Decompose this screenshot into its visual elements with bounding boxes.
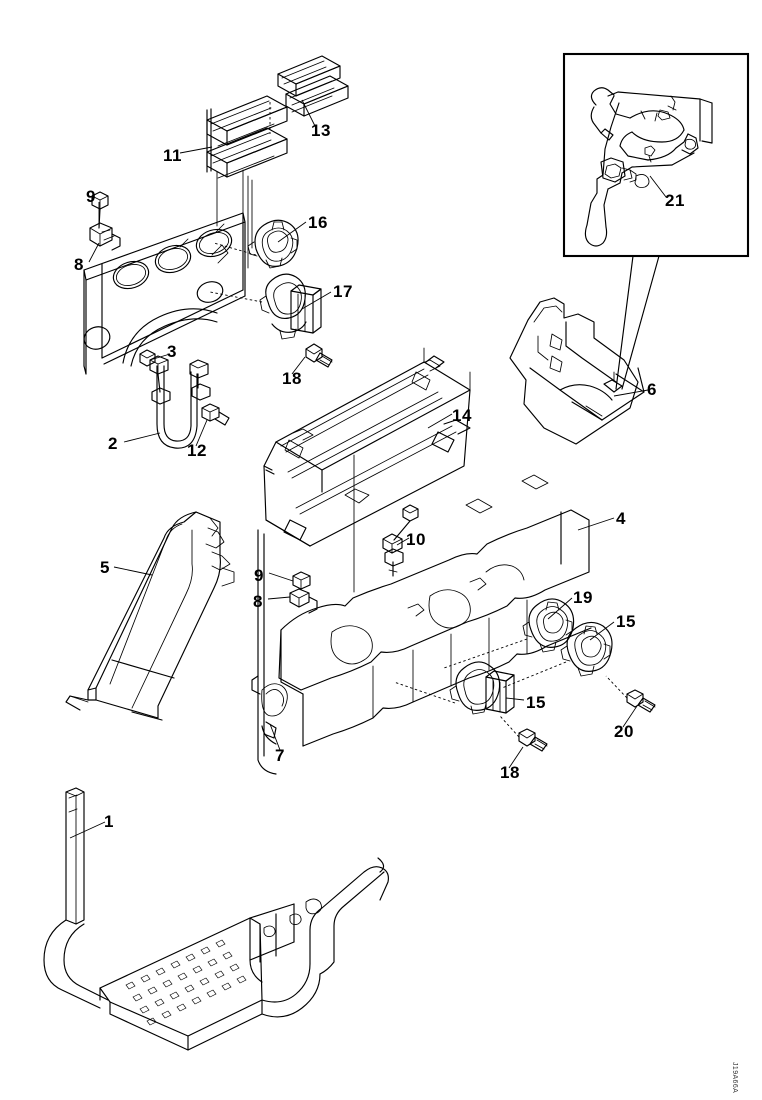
callout-12: 12 — [187, 441, 207, 460]
callout-9-upper: 9 — [86, 187, 96, 206]
callout-13: 13 — [311, 121, 331, 140]
callout-2: 2 — [108, 434, 118, 453]
bolt-part-18-upper — [305, 343, 333, 368]
center-panel-part-14 — [263, 355, 471, 593]
assembly-line-16 — [213, 242, 257, 256]
stud-fastener-part-10 — [382, 504, 419, 577]
callout-17: 17 — [333, 282, 353, 301]
detail-inset-border — [562, 52, 750, 258]
figure-code: J19A66A — [731, 1062, 738, 1093]
callout-7: 7 — [275, 746, 285, 765]
callout-14: 14 — [452, 406, 472, 425]
isolator-mount-part-19 — [522, 598, 575, 653]
assembly-line-15b — [501, 661, 567, 689]
fastener-part-3 — [139, 349, 156, 367]
callout-16: 16 — [308, 213, 328, 232]
callout-18: 18 — [282, 369, 302, 388]
callout-8: 8 — [253, 592, 263, 611]
tread-perforations — [125, 939, 247, 1026]
callout-18-lower: 18 — [500, 763, 520, 782]
callout-8-upper: 8 — [74, 255, 84, 274]
bolt-part-18-lower — [518, 728, 548, 752]
detail-leader-line-1 — [615, 255, 634, 390]
callout-21: 21 — [665, 191, 685, 210]
bolt-part-20 — [626, 689, 656, 713]
assembly-line-15 — [393, 681, 456, 704]
callout-20: 20 — [614, 722, 634, 741]
detail-inset-view — [562, 52, 750, 390]
rubber-bushing-part-17 — [259, 273, 322, 340]
callout-9: 9 — [254, 566, 264, 585]
callout-4: 4 — [616, 509, 626, 528]
callout-leaders — [69, 99, 667, 839]
callout-11: 11 — [163, 146, 182, 165]
grab-handle-part-2 — [149, 355, 211, 449]
nut-part-9-center — [292, 571, 311, 590]
callout-1: 1 — [104, 812, 114, 831]
callout-10: 10 — [406, 530, 426, 549]
isolator-mount-part-15-right — [560, 621, 613, 677]
callout-3: 3 — [167, 342, 177, 361]
detail-inset-bracket-drawing — [584, 87, 713, 247]
callout-numbers: 1 2 3 4 5 6 7 8 9 8 9 10 11 12 13 14 15 … — [74, 121, 685, 831]
assembly-line-17 — [209, 291, 263, 303]
lower-panel-part-7 — [251, 529, 288, 775]
right-side-frame-part-4 — [278, 474, 592, 747]
callout-15: 15 — [526, 693, 546, 712]
handle-fastener-part-12 — [201, 403, 230, 426]
washer-part-8-center — [289, 588, 318, 614]
callout-6: 6 — [647, 380, 657, 399]
left-fender-panel-part-5 — [65, 511, 235, 721]
callout-15-right: 15 — [616, 612, 636, 631]
isolator-mount-part-15-left — [449, 661, 515, 715]
assembly-line-20 — [605, 675, 628, 699]
grille-screen-upper-part-11 — [206, 95, 288, 179]
upper-front-panel — [83, 212, 246, 375]
step-ladder-assembly-part-1 — [43, 787, 389, 1051]
bracket-assembly-part-6 — [509, 297, 645, 445]
washer-part-8-upper — [89, 222, 121, 251]
callout-5: 5 — [100, 558, 110, 577]
isolator-mount-part-16 — [247, 219, 299, 269]
grille-screen-side-part-13 — [277, 55, 349, 117]
callout-19: 19 — [573, 588, 593, 607]
